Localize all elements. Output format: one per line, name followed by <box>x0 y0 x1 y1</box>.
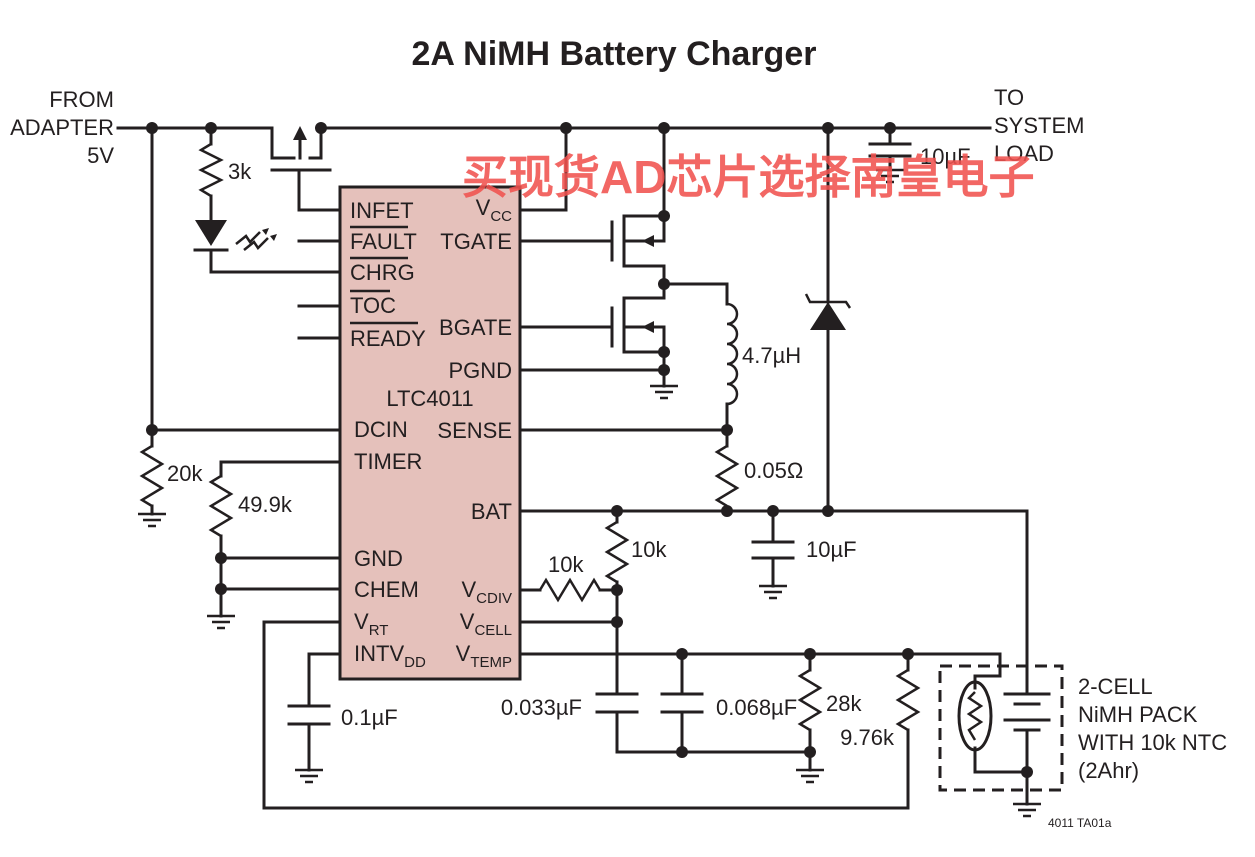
resistor-49-9k <box>208 474 234 538</box>
pin-vrt: VRT <box>354 609 388 639</box>
label-0-068uf: 0.068µF <box>716 695 797 720</box>
label-10k-top: 10k <box>631 537 667 562</box>
to-label-3: LOAD <box>994 141 1054 166</box>
pin-chrg: CHRG <box>350 260 415 285</box>
label-49-9k: 49.9k <box>238 492 293 517</box>
pin-bgate: BGATE <box>439 315 512 340</box>
label-10uf-bat: 10µF <box>806 537 857 562</box>
resistor-28k <box>797 668 823 732</box>
pin-vcdiv: VCDIV <box>461 577 512 607</box>
pack-label-1: 2-CELL <box>1078 674 1153 699</box>
diagram-title: 2A NiMH Battery Charger <box>412 35 817 73</box>
from-label-2: ADAPTER <box>10 115 114 140</box>
resistor-0-05ohm <box>714 444 740 508</box>
adapter-rail-left <box>116 126 285 160</box>
pack-label-2: NiMH PACK <box>1078 702 1198 727</box>
junction-dots <box>146 122 1033 778</box>
pin-toc: TOC <box>350 293 396 318</box>
pin-dcin: DCIN <box>354 417 408 442</box>
pin-pgnd: PGND <box>448 358 512 383</box>
label-0-1uf: 0.1µF <box>341 705 398 730</box>
label-28k: 28k <box>826 691 862 716</box>
pin-gnd: GND <box>354 546 403 571</box>
label-0-033uf: 0.033µF <box>501 695 582 720</box>
pack-label-4: (2Ahr) <box>1078 758 1139 783</box>
pin-infet: INFET <box>350 198 414 223</box>
pin-vcell: VCELL <box>460 609 512 639</box>
led-icon <box>195 220 227 246</box>
input-pfet <box>270 126 332 212</box>
pack-label-3: WITH 10k NTC <box>1078 730 1227 755</box>
schottky-diode-icon <box>810 302 846 330</box>
resistor-9-76k <box>895 668 921 732</box>
resistor-10k-vcdiv <box>538 577 602 603</box>
figure-reference: 4011 TA01a <box>1048 816 1112 830</box>
pin-fault: FAULT <box>350 229 417 254</box>
label-3k: 3k <box>228 159 252 184</box>
label-9-76k: 9.76k <box>840 725 895 750</box>
label-20k: 20k <box>167 461 203 486</box>
label-10uf-load: 10µF <box>920 144 971 169</box>
pin-chem: CHEM <box>354 577 419 602</box>
from-label-1: FROM <box>49 87 114 112</box>
resistor-3k <box>198 142 224 198</box>
pin-timer: TIMER <box>354 449 422 474</box>
chip-name: LTC4011 <box>386 386 473 411</box>
pin-ready: READY <box>350 326 426 351</box>
pin-intvdd: INTVDD <box>354 641 426 671</box>
label-4-7uh: 4.7µH <box>742 343 801 368</box>
resistor-20k <box>139 444 165 508</box>
pin-vtemp: VTEMP <box>456 641 512 671</box>
label-10k-vcdiv: 10k <box>548 552 584 577</box>
pin-sense: SENSE <box>437 418 512 443</box>
to-label-2: SYSTEM <box>994 113 1084 138</box>
resistor-10k-top <box>604 520 630 584</box>
pin-bat: BAT <box>471 499 512 524</box>
light-emission-icon <box>235 231 261 245</box>
ltc4011-chip-body <box>338 185 522 681</box>
label-0-05ohm: 0.05Ω <box>744 458 803 483</box>
pin-tgate: TGATE <box>440 229 512 254</box>
from-label-3: 5V <box>87 143 114 168</box>
watermark-text: 买现货AD芯片选择南皇电子 <box>462 151 1034 203</box>
pin-vcc: VCC <box>476 195 513 225</box>
inductor-4-7uh <box>726 302 739 406</box>
to-label-1: TO <box>994 85 1024 110</box>
